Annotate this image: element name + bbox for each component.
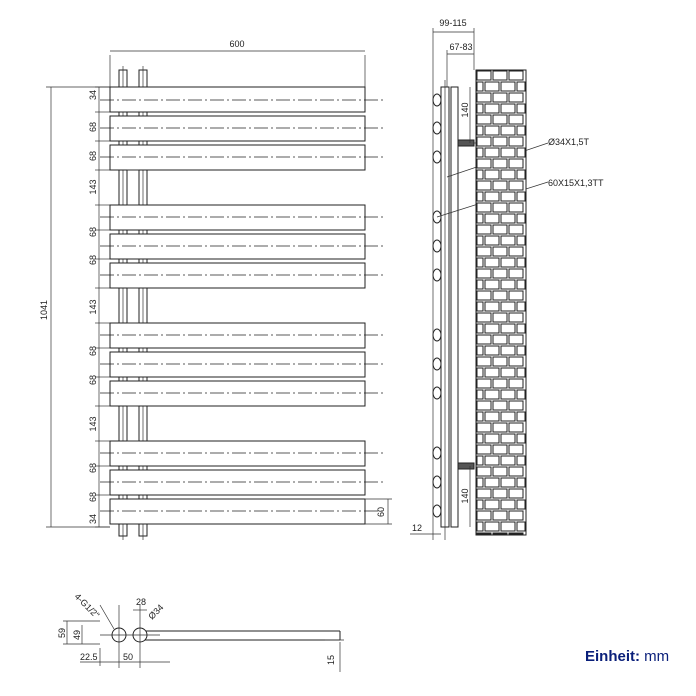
segment-dimension-label: 34	[88, 90, 98, 100]
segment-dimension-label: 34	[88, 514, 98, 524]
radiator-bars	[109, 86, 366, 525]
offset-22-5-label: 22.5	[80, 652, 98, 662]
width-dimension: 600	[229, 39, 244, 49]
unit-note: Einheit: mm	[585, 648, 669, 665]
segment-dimension-label: 68	[88, 227, 98, 237]
tube-spec-label: Ø34X1,5T	[548, 137, 590, 147]
side-bar	[450, 86, 459, 528]
segment-dimension-label: 68	[88, 463, 98, 473]
segment-dimension-label: 68	[88, 122, 98, 132]
unit-label: Einheit:	[585, 648, 640, 665]
segment-dimension-label: 143	[88, 299, 98, 314]
side-span-dimension: 99-115	[439, 18, 466, 28]
base-dimension: 12	[412, 523, 422, 533]
bar-10	[109, 440, 366, 467]
bar-11	[109, 469, 366, 496]
segment-dimension-label: 68	[88, 375, 98, 385]
bar-4	[109, 204, 366, 231]
height-49-label: 49	[72, 630, 82, 640]
pipe-diameter-label: Ø34	[146, 602, 165, 621]
pipe-gap-label: 28	[136, 597, 146, 607]
bar-spec-label: 60X15X1,3TT	[548, 178, 604, 188]
brick-wall	[475, 69, 527, 536]
bottom-view: 4-G1/2" 28 Ø34 59 49 22.5 50 15	[57, 591, 344, 672]
thickness-label: 15	[326, 655, 336, 665]
bar-8	[109, 351, 366, 378]
segment-dimensions: 34 68 68 143 68 68 143 68 68 143 68 68 34	[88, 86, 110, 528]
segment-dimension-label: 143	[88, 416, 98, 431]
segment-dimension-label: 68	[88, 151, 98, 161]
unit-value: mm	[644, 648, 670, 665]
spacing-50-label: 50	[123, 652, 133, 662]
depth-dimension: 60	[376, 507, 386, 517]
segment-dimension-label: 68	[88, 346, 98, 356]
height-dimension: 1041	[39, 300, 49, 320]
bar-12	[109, 498, 366, 525]
bar-7	[109, 322, 366, 349]
bar-profiles	[432, 93, 442, 518]
bar-1	[109, 86, 366, 113]
segment-dimension-label: 143	[88, 179, 98, 194]
segment-dimension-label: 68	[88, 492, 98, 502]
bar-3	[109, 144, 366, 171]
bar-2	[109, 115, 366, 142]
bar-5	[109, 233, 366, 260]
bar-9	[109, 380, 366, 407]
bottom-bracket-dimension: 140	[460, 488, 470, 503]
bar-6	[109, 262, 366, 289]
segment-dimension-label: 68	[88, 255, 98, 265]
connection-label: 4-G1/2"	[73, 591, 102, 620]
top-bracket-dimension: 140	[460, 102, 470, 117]
height-59-label: 59	[57, 628, 67, 638]
front-view: 600 1041 34 68 68 143 68 68 143 68 68 143 68 68 34	[39, 39, 392, 540]
side-offset-dimension: 67-83	[449, 42, 472, 52]
side-view: 99-115 67-83 140 16 140 12	[410, 18, 604, 540]
